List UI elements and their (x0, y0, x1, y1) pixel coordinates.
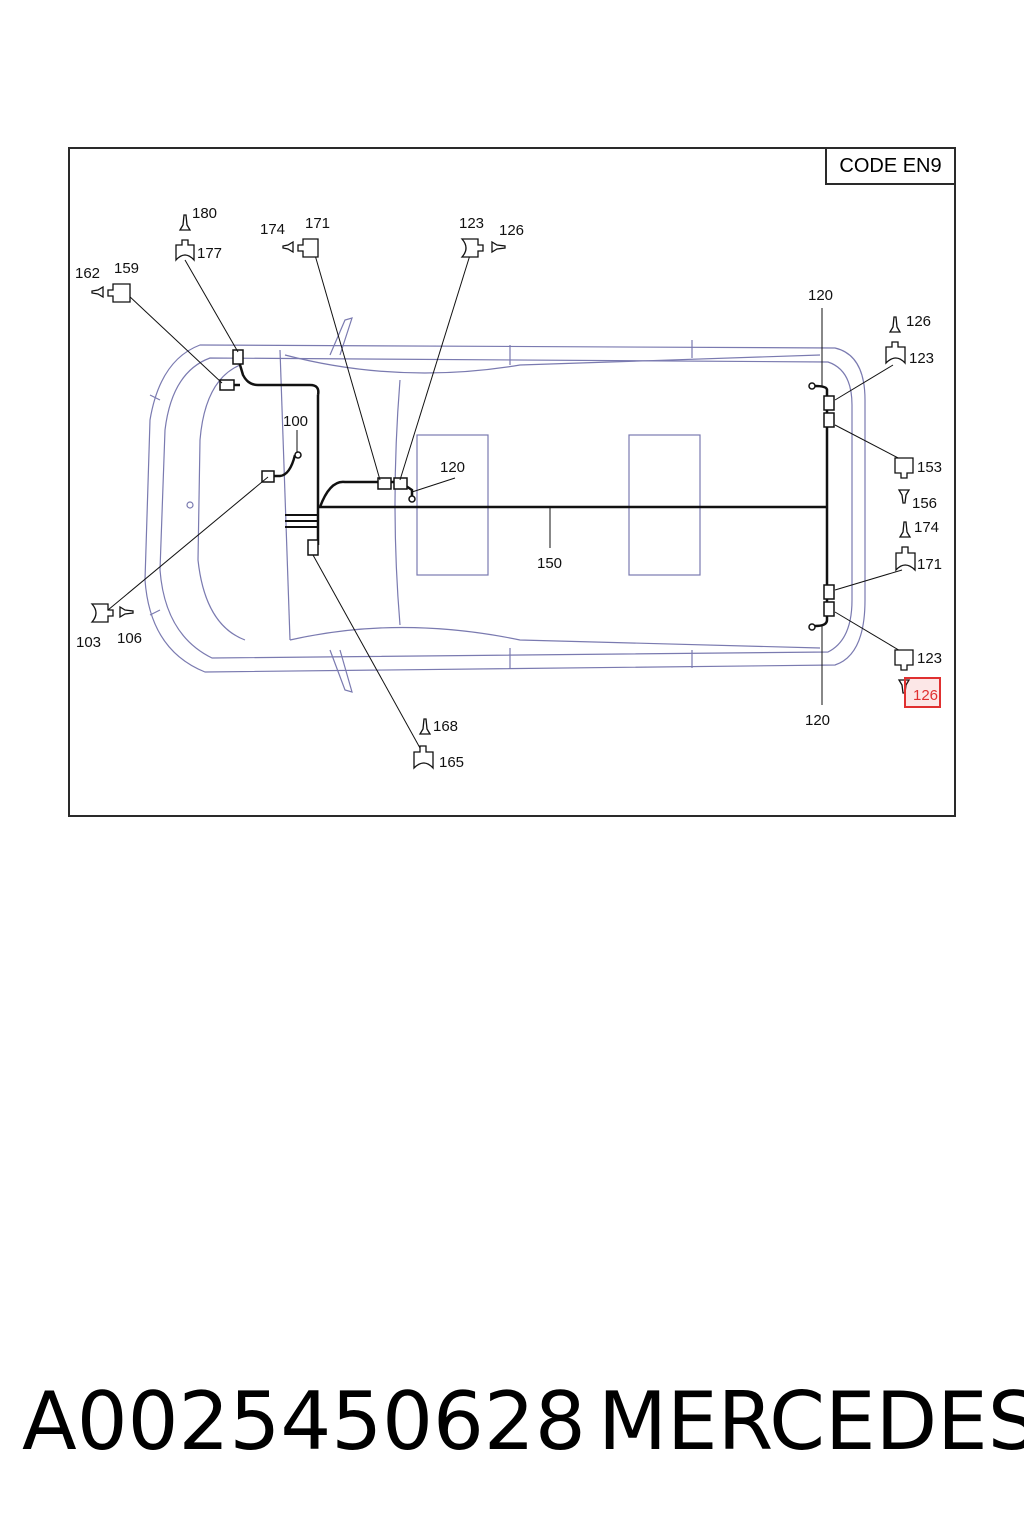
label-126: 126 (499, 222, 524, 239)
connector-153-icon (894, 457, 914, 479)
harness-label: 150 (537, 555, 562, 572)
callout-labels: 180 177 174 171 123 126 162 159 100 120 … (75, 205, 942, 771)
label-168: 168 (433, 718, 458, 735)
label-120-top: 120 (808, 287, 833, 304)
connector-171b-icon (895, 546, 916, 572)
footer: A0025450628 MERCEDES (0, 1372, 1024, 1472)
label-123: 123 (459, 215, 484, 232)
label-171: 171 (305, 215, 330, 232)
label-123-right: 123 (909, 350, 934, 367)
ground-symbol (285, 514, 318, 528)
label-126-highlighted: 126 (913, 687, 938, 704)
label-174: 174 (260, 221, 285, 238)
terminal-174-icon (282, 240, 294, 254)
terminal-126b-icon (888, 316, 902, 333)
connector-123-icon (460, 238, 484, 258)
label-103: 103 (76, 634, 101, 651)
label-165: 165 (439, 754, 464, 771)
label-100: 100 (283, 413, 308, 430)
label-162: 162 (75, 265, 100, 282)
brand-name: MERCEDES (598, 1375, 1024, 1468)
label-177: 177 (197, 245, 222, 262)
connector-123c-icon (894, 649, 914, 671)
connector-159-icon (107, 283, 131, 303)
terminal-126-icon (491, 240, 506, 254)
terminal-156-icon (897, 489, 911, 504)
terminal-162-icon (91, 285, 104, 299)
terminal-174b-icon (898, 521, 912, 538)
label-106: 106 (117, 630, 142, 647)
terminal-168-icon (418, 718, 432, 735)
connector-103-icon (90, 603, 114, 623)
code-label: CODE EN9 (839, 154, 942, 177)
connector-177-icon (175, 239, 195, 262)
connector-123b-icon (885, 341, 906, 365)
terminal-180-icon (178, 214, 192, 231)
label-171-right: 171 (917, 556, 942, 573)
leader-lines (107, 254, 903, 749)
diagram-frame (68, 147, 956, 817)
label-156: 156 (912, 495, 937, 512)
harness-wires (230, 357, 829, 628)
label-126-right: 126 (906, 313, 931, 330)
part-number: A0025450628 (22, 1375, 586, 1468)
connector-165-icon (413, 745, 434, 770)
label-174-right: 174 (914, 519, 939, 536)
label-123-bottom: 123 (917, 650, 942, 667)
harness-connectors (219, 349, 835, 631)
label-180: 180 (192, 205, 217, 222)
label-120-center: 120 (440, 459, 465, 476)
connector-symbols (90, 214, 916, 770)
label-153: 153 (917, 459, 942, 476)
label-159: 159 (114, 260, 139, 277)
car-outline (144, 317, 866, 693)
code-badge: CODE EN9 (825, 147, 956, 185)
highlight-box (904, 677, 941, 708)
connector-171-icon (297, 238, 319, 258)
terminal-106-icon (119, 605, 134, 619)
label-120-bottom: 120 (805, 712, 830, 729)
